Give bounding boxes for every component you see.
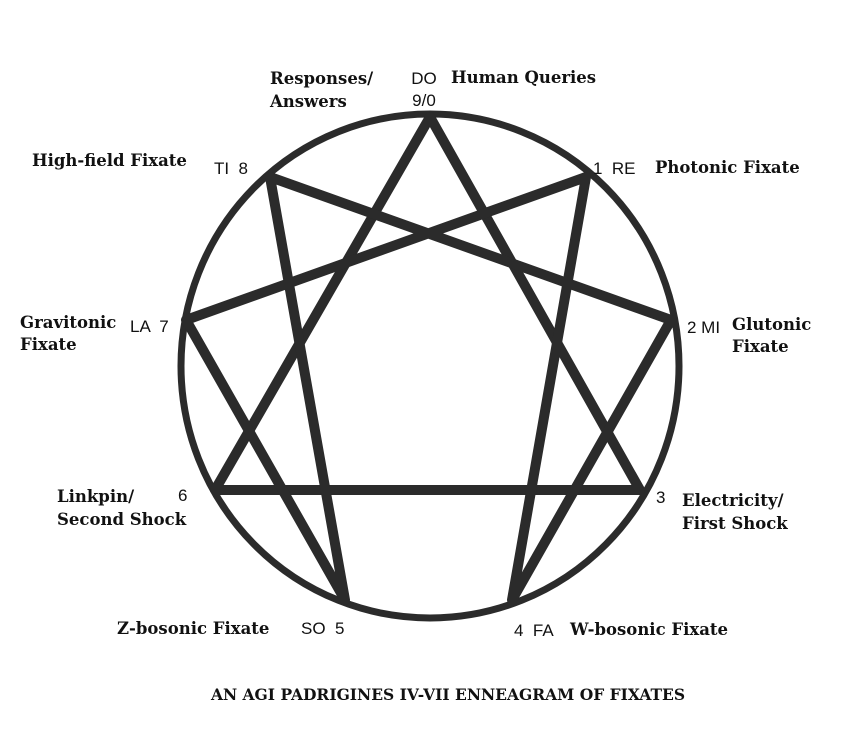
node-8-label: High-field Fixate — [32, 151, 187, 170]
node-9: DO 9/0 Human Queries Responses/ Answers — [269, 68, 596, 111]
node-1: 1 RE Photonic Fixate — [593, 158, 800, 178]
node-5: SO 5 Z-bosonic Fixate — [117, 619, 344, 638]
node-2-label-line-2: Fixate — [732, 337, 789, 356]
node-7-label-line-1: Gravitonic — [20, 313, 116, 332]
node-3-tag: 3 — [656, 488, 665, 507]
node-3-label-line-2: First Shock — [682, 514, 788, 533]
node-9-note: DO — [411, 69, 437, 88]
node-4: 4 FA W-bosonic Fixate — [514, 620, 728, 640]
node-1-label: Photonic Fixate — [655, 158, 800, 177]
hexad-1-4-2-8-5-7 — [181, 172, 676, 605]
node-2-tag: 2 MI — [687, 318, 720, 337]
node-4-tag: 4 FA — [514, 621, 554, 640]
node-9-extra-line-1: Responses/ — [270, 69, 374, 88]
node-9-number: 9/0 — [412, 91, 436, 110]
enneagram-circle — [177, 110, 683, 622]
node-7-label-line-2: Fixate — [20, 335, 77, 354]
node-1-tag: 1 RE — [593, 159, 636, 178]
diagram-caption: AN AGI PADRIGINES IV-VII ENNEAGRAM OF FI… — [210, 685, 685, 704]
node-2: 2 MI Glutonic Fixate — [687, 315, 811, 356]
node-7: LA 7 Gravitonic Fixate — [20, 313, 169, 354]
node-5-label: Z-bosonic Fixate — [117, 619, 269, 638]
node-9-extra-line-2: Answers — [269, 92, 347, 111]
node-6: 6 Linkpin/ Second Shock — [57, 486, 187, 529]
node-6-label-line-1: Linkpin/ — [57, 487, 135, 506]
node-2-label-line-1: Glutonic — [732, 315, 811, 334]
node-8-tag: TI 8 — [214, 159, 248, 178]
node-5-tag: SO 5 — [301, 619, 344, 638]
node-6-label-line-2: Second Shock — [57, 510, 187, 529]
node-4-label: W-bosonic Fixate — [569, 620, 728, 639]
node-7-tag: LA 7 — [130, 317, 169, 336]
node-3: 3 Electricity/ First Shock — [656, 488, 788, 533]
node-6-tag: 6 — [178, 486, 187, 505]
node-8: TI 8 High-field Fixate — [32, 151, 248, 178]
node-9-label: Human Queries — [451, 68, 596, 87]
node-3-label-line-1: Electricity/ — [682, 491, 784, 510]
triangle-9-3-6 — [210, 112, 645, 495]
